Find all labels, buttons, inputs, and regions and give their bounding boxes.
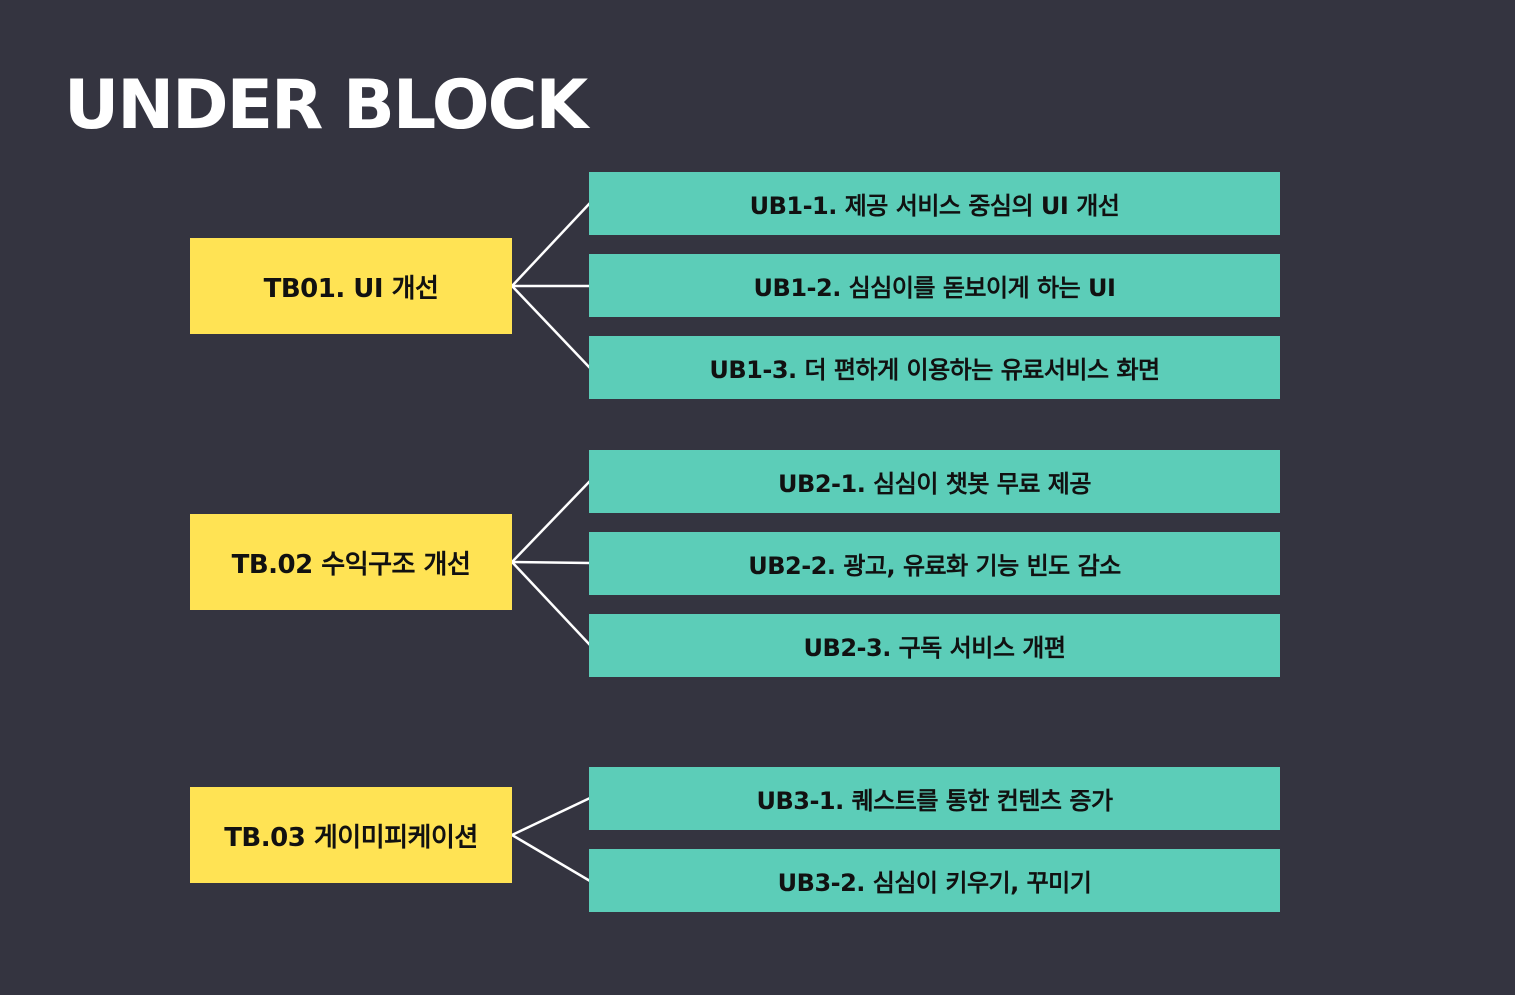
under-block-label: UB3-2. 심심이 키우기, 꾸미기 bbox=[777, 869, 1092, 897]
under-block-label: UB1-1. 제공 서비스 중심의 UI 개선 bbox=[749, 192, 1120, 220]
connector-line bbox=[511, 796, 591, 837]
under-block-label: UB2-1. 심심이 챗봇 무료 제공 bbox=[778, 470, 1091, 498]
under-block-ub3-1: UB3-1. 퀘스트를 통한 컨텐츠 증가 bbox=[589, 767, 1280, 830]
under-block-ub1-3: UB1-3. 더 편하게 이용하는 유료서비스 화면 bbox=[589, 336, 1280, 399]
connector-line bbox=[511, 561, 591, 646]
top-block-label: TB.02 수익구조 개선 bbox=[231, 549, 471, 580]
under-block-label: UB1-2. 심심이를 돋보이게 하는 UI bbox=[753, 274, 1116, 302]
top-block-label: TB.03 게이미피케이션 bbox=[224, 822, 478, 853]
connector-line bbox=[511, 285, 591, 369]
under-block-ub2-2: UB2-2. 광고, 유료화 기능 빈도 감소 bbox=[589, 532, 1280, 595]
top-block-label: TB01. UI 개선 bbox=[263, 273, 439, 304]
under-block-ub2-3: UB2-3. 구독 서비스 개편 bbox=[589, 614, 1280, 677]
connector-line bbox=[511, 202, 591, 287]
under-block-ub1-1: UB1-1. 제공 서비스 중심의 UI 개선 bbox=[589, 172, 1280, 235]
under-block-label: UB2-3. 구독 서비스 개편 bbox=[803, 634, 1066, 662]
under-block-ub3-2: UB3-2. 심심이 키우기, 꾸미기 bbox=[589, 849, 1280, 912]
under-block-label: UB2-2. 광고, 유료화 기능 빈도 감소 bbox=[748, 552, 1121, 580]
under-block-label: UB1-3. 더 편하게 이용하는 유료서비스 화면 bbox=[709, 356, 1160, 384]
under-block-ub1-2: UB1-2. 심심이를 돋보이게 하는 UI bbox=[589, 254, 1280, 317]
under-block-label: UB3-1. 퀘스트를 통한 컨텐츠 증가 bbox=[756, 787, 1113, 815]
connector-line bbox=[511, 833, 591, 883]
connector-line bbox=[511, 480, 591, 563]
top-block-tb02: TB.02 수익구조 개선 bbox=[190, 514, 512, 610]
top-block-tb01: TB01. UI 개선 bbox=[190, 238, 512, 334]
connector-line bbox=[511, 560, 591, 565]
page-title: UNDER BLOCK bbox=[64, 66, 588, 145]
top-block-tb03: TB.03 게이미피케이션 bbox=[190, 787, 512, 883]
under-block-ub2-1: UB2-1. 심심이 챗봇 무료 제공 bbox=[589, 450, 1280, 513]
